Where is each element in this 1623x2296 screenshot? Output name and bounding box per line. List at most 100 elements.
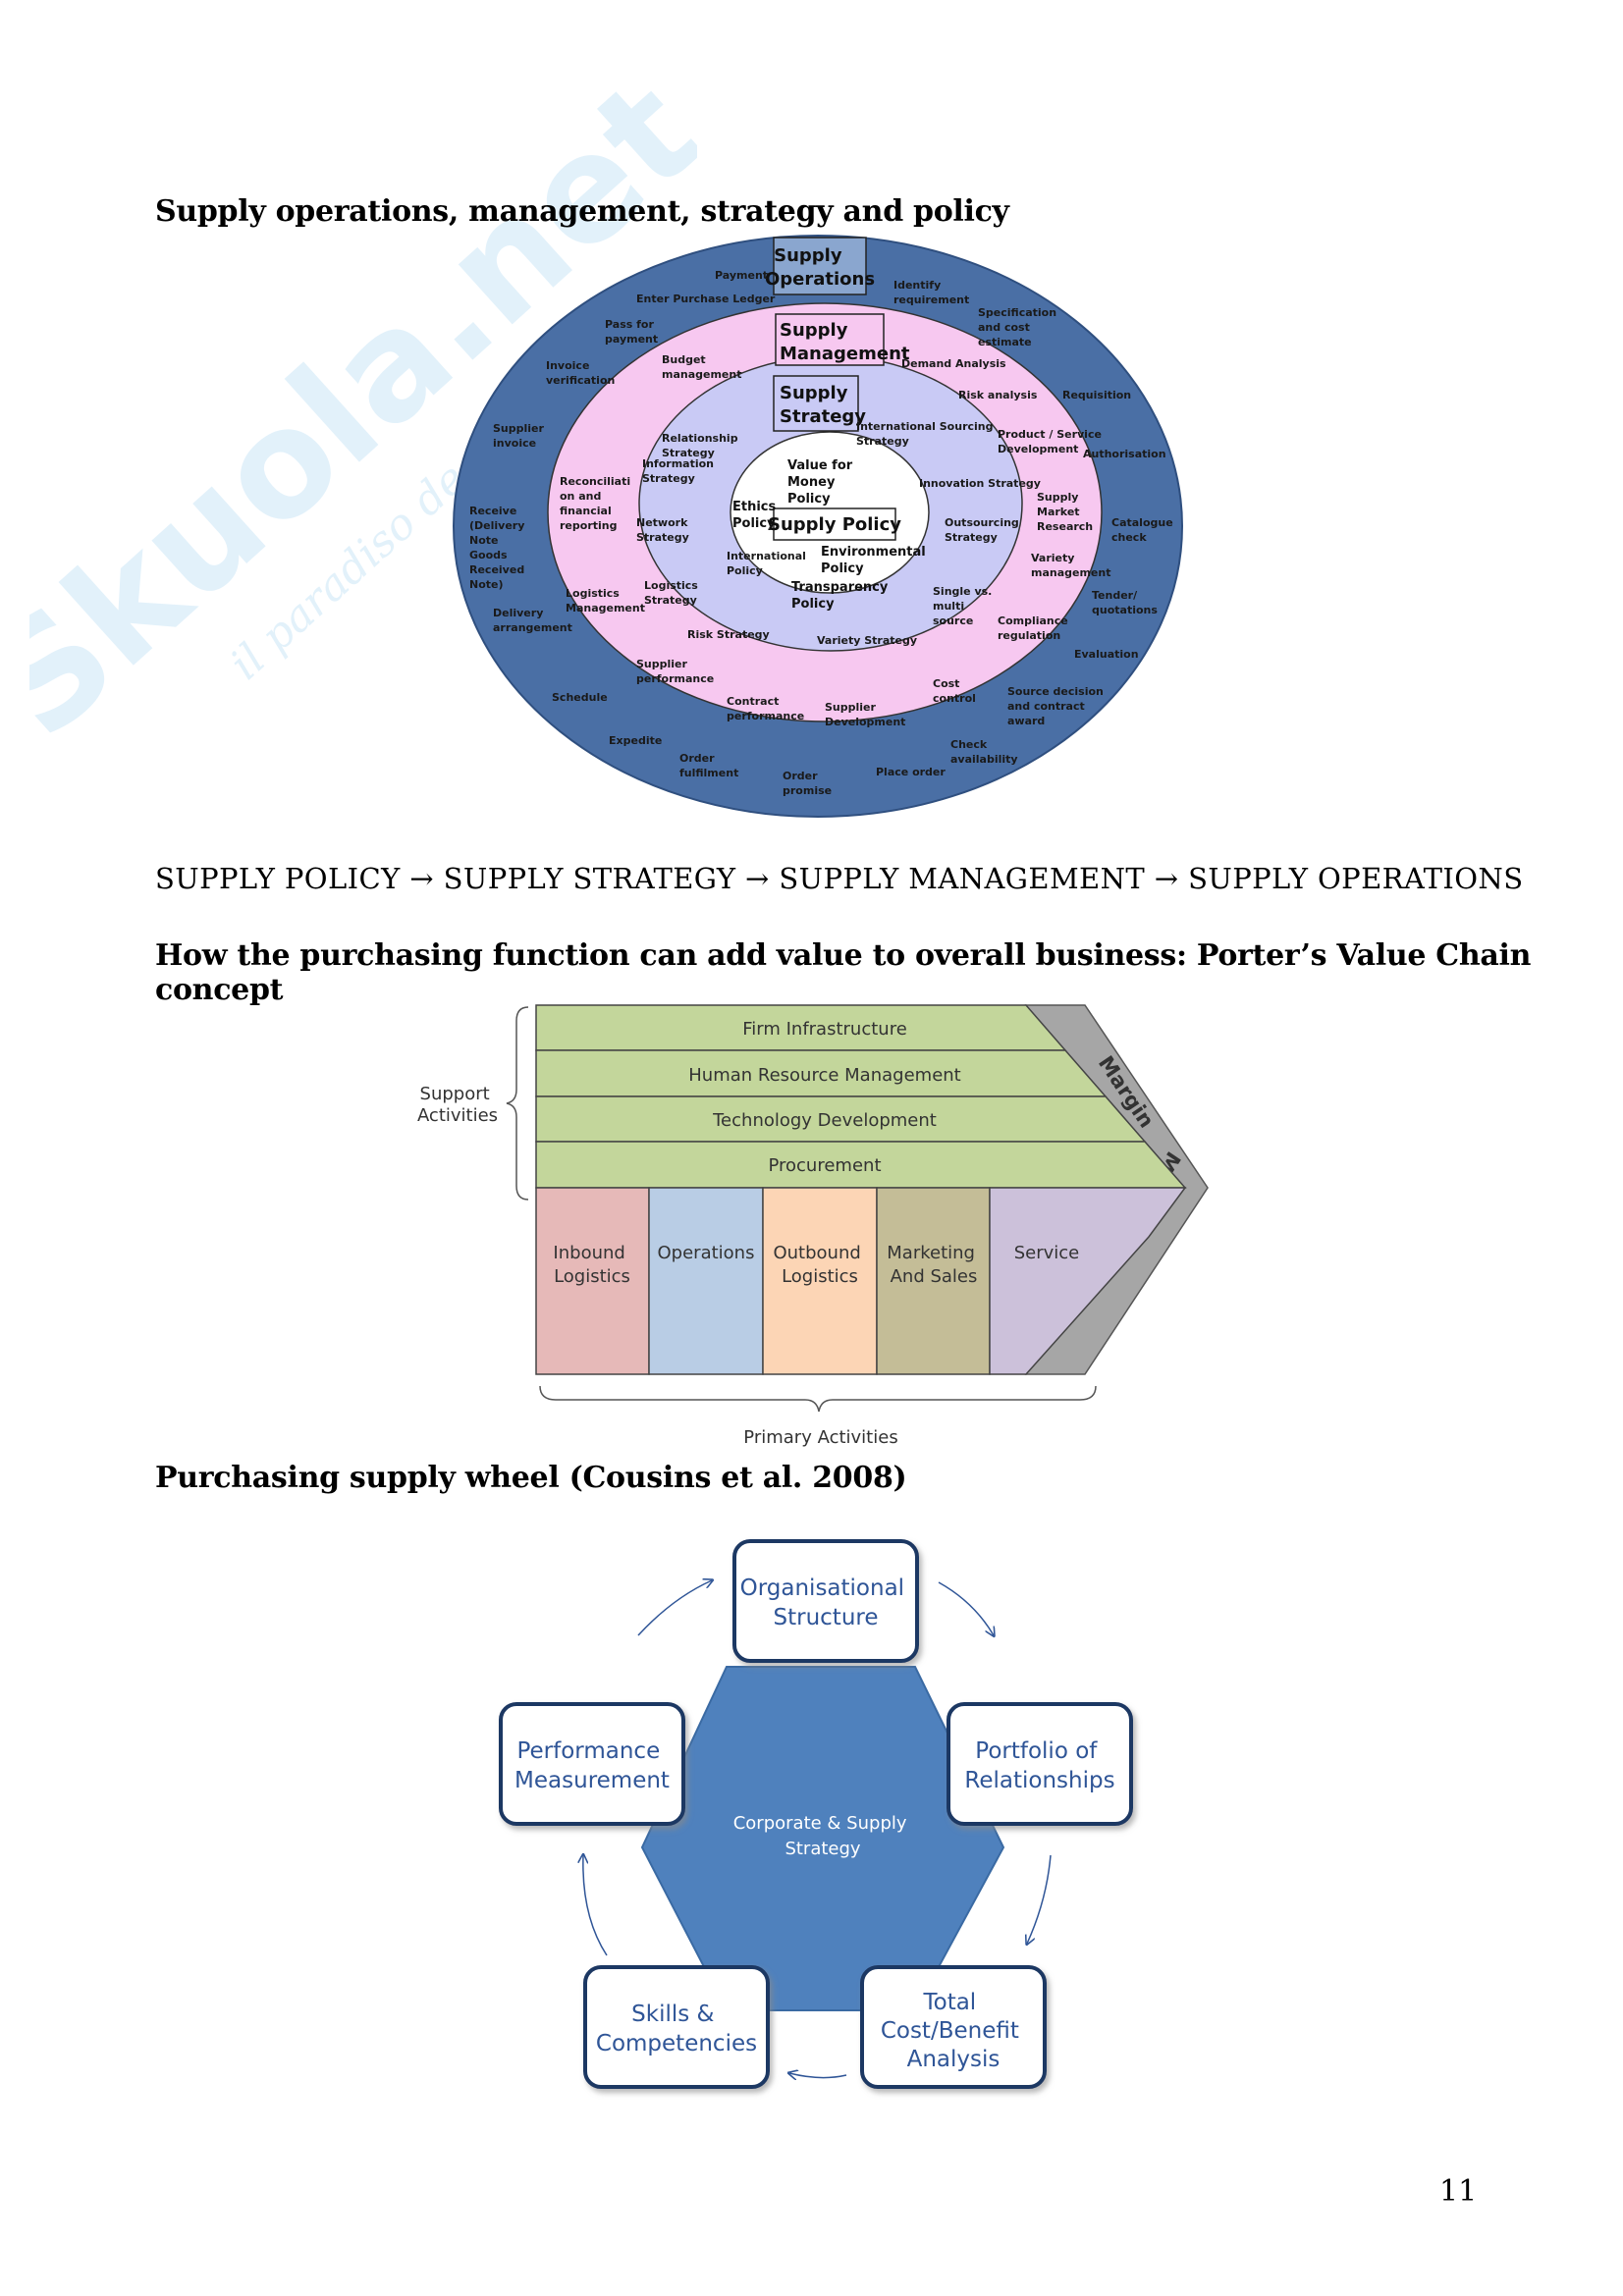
primary-col-marketing	[876, 1187, 991, 1375]
supply-flow-line: SUPPLY POLICY → SUPPLY STRATEGY → SUPPLY…	[155, 862, 1523, 895]
flow-step-strategy: SUPPLY STRATEGY	[443, 862, 736, 895]
title-box-management	[775, 313, 885, 366]
flow-step-policy: SUPPLY POLICY	[155, 862, 401, 895]
flow-arrow-icon: →	[409, 862, 434, 895]
title-box-policy	[773, 507, 896, 541]
support-bar-label: Procurement	[768, 1155, 881, 1176]
hexagon-label: Corporate & Supply Strategy	[733, 1813, 913, 1859]
primary-col-operations	[648, 1187, 764, 1375]
value-chain-diagram: Support Activities Margin Margin Firm In…	[417, 1004, 1209, 1448]
wheel-box-label: Organisational Structure	[740, 1575, 912, 1630]
svg-text:Demand Analysis: Demand Analysis	[901, 357, 1006, 370]
title-policy: Supply Policy	[768, 514, 901, 535]
section-heading-supply: Supply operations, management, strategy …	[155, 194, 1009, 229]
supply-wheel-diagram: Corporate & Supply Strategy Organisation…	[499, 1539, 1133, 2089]
section-heading-supply-wheel: Purchasing supply wheel (Cousins et al. …	[155, 1461, 907, 1495]
flow-arrow-icon: →	[745, 862, 770, 895]
title-operations: Supply Operations	[765, 245, 875, 290]
svg-text:Expedite: Expedite	[609, 734, 662, 747]
svg-text:Tender/quotations: Tender/quotations	[1092, 589, 1158, 616]
support-bar-label: Firm Infrastructure	[742, 1019, 907, 1040]
wheel-box-organisational-structure	[732, 1539, 919, 1663]
svg-text:Risk Strategy: Risk Strategy	[687, 628, 770, 641]
svg-text:Innovation Strategy: Innovation Strategy	[919, 477, 1041, 490]
support-bar-label: Human Resource Management	[688, 1065, 960, 1086]
primary-col-label: Outbound Logistics	[773, 1243, 866, 1287]
support-activities-label: Support Activities	[417, 1084, 498, 1126]
primary-activities-label: Primary Activities	[743, 1427, 897, 1448]
primary-col-inbound	[535, 1187, 650, 1375]
supply-rings-diagram: Supply Operations Supply Management Supp…	[453, 235, 1183, 818]
wheel-box-label: Total Cost/Benefit Analysis	[881, 1990, 1026, 2072]
flow-arrow-icon: →	[1154, 862, 1179, 895]
svg-text:Variety Strategy: Variety Strategy	[817, 634, 917, 647]
section-heading-value-chain: How the purchasing function can add valu…	[155, 938, 1532, 1007]
arrow-icon	[637, 1580, 712, 1636]
primary-col-label: Operations	[658, 1243, 755, 1263]
wheel-box-label: Portfolio of Relationships	[964, 1738, 1114, 1793]
svg-text:Risk analysis: Risk analysis	[958, 389, 1038, 401]
wheel-box-skills	[583, 1965, 770, 2089]
title-box-strategy	[773, 375, 859, 432]
primary-brace	[539, 1385, 1097, 1413]
wheel-box-portfolio	[947, 1702, 1133, 1826]
svg-text:Requisition: Requisition	[1062, 389, 1131, 401]
primary-activities: Inbound Logistics Operations Outbound Lo…	[535, 1187, 1187, 1375]
primary-col-service	[989, 1187, 1187, 1375]
flow-step-management: SUPPLY MANAGEMENT	[779, 862, 1146, 895]
svg-text:Place order: Place order	[876, 766, 946, 778]
arrow-icon	[938, 1581, 994, 1635]
primary-col-label: Marketing And Sales	[887, 1243, 980, 1287]
wheel-box-label: Skills & Competencies	[596, 2002, 757, 2056]
svg-text:Enter Purchase Ledger: Enter Purchase Ledger	[636, 293, 776, 305]
arrow-icon	[1027, 1854, 1052, 1944]
wheel-box-label: Performance Measurement	[514, 1738, 670, 1793]
primary-col-label: Service	[1014, 1243, 1080, 1263]
support-brace	[506, 1006, 529, 1201]
title-strategy: Supply Strategy	[780, 383, 866, 427]
svg-text:Evaluation: Evaluation	[1074, 648, 1139, 661]
svg-text:Payment: Payment	[715, 269, 768, 282]
support-bar-label: Technology Development	[712, 1110, 937, 1131]
support-activities: Firm Infrastructure Human Resource Manag…	[535, 1004, 1187, 1189]
page-number: 11	[1439, 2174, 1478, 2209]
flow-step-operations: SUPPLY OPERATIONS	[1188, 862, 1524, 895]
wheel-box-cost-benefit	[860, 1965, 1047, 2089]
primary-col-label: Inbound Logistics	[553, 1243, 630, 1287]
title-management: Supply Management	[780, 320, 910, 364]
arrow-icon	[583, 1855, 608, 1956]
